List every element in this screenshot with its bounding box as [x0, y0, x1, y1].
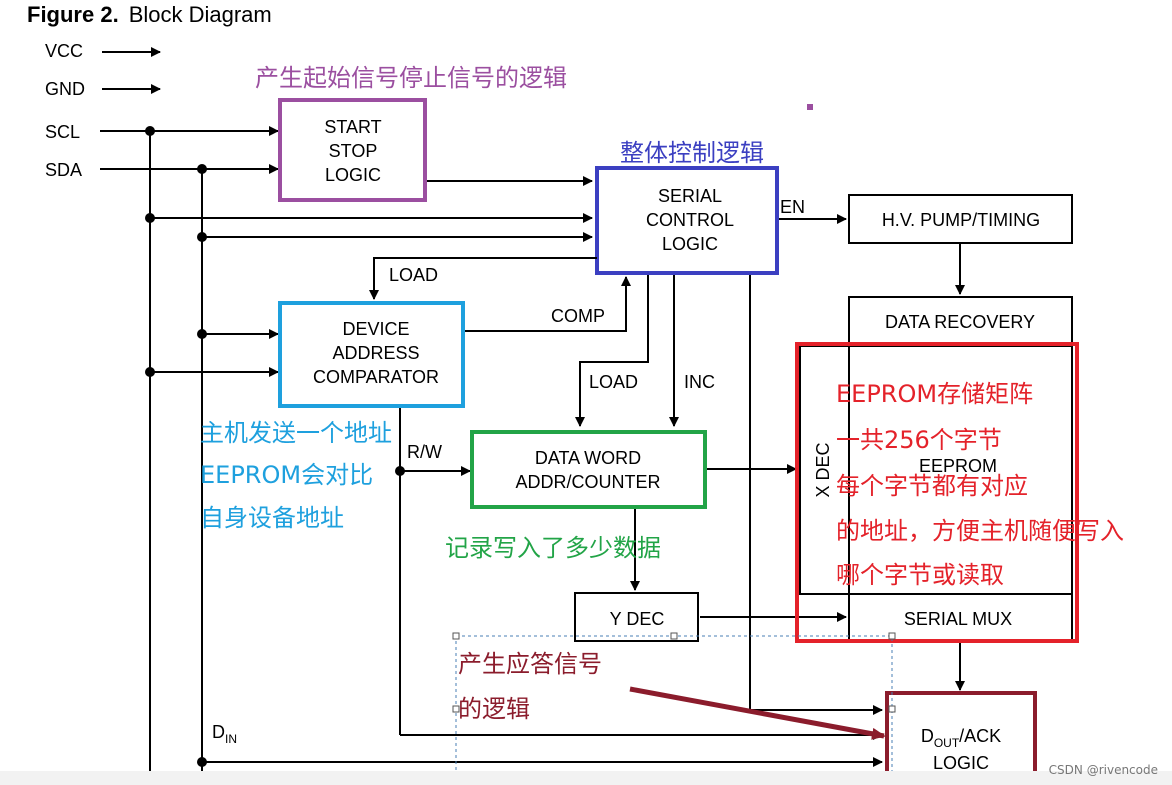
rw-label: R/W: [407, 442, 442, 462]
start-stop-line3: LOGIC: [325, 165, 381, 185]
pin-scl: SCL: [45, 122, 80, 142]
pin-vcc: VCC: [45, 41, 83, 61]
selection-handle-ml: [452, 705, 460, 713]
device-address-line3: COMPARATOR: [313, 367, 439, 387]
device-address-highlight: [278, 301, 465, 408]
din-junction: [197, 757, 207, 767]
purple-dot: [807, 104, 813, 110]
pin-din: DIN: [212, 722, 237, 746]
eeprom-annotation-line4: 的地址，方便主机随便写入: [836, 517, 1124, 545]
eeprom-annotation-line3: 每个字节都有对应: [836, 472, 1028, 500]
serial-control-annotation: 整体控制逻辑: [620, 139, 764, 167]
data-word-annotation: 记录写入了多少数据: [445, 534, 661, 562]
start-stop-line2: STOP: [329, 141, 378, 161]
device-address-line1: DEVICE: [342, 319, 409, 339]
dout-ack-line2: LOGIC: [933, 753, 989, 773]
comp-label: COMP: [551, 306, 605, 326]
pin-sda: SDA: [45, 160, 82, 180]
selection-handle-tm: [670, 632, 678, 640]
inc-label: INC: [684, 372, 715, 392]
serial-mux-block: [848, 593, 1073, 642]
hv-pump-label: H.V. PUMP/TIMING: [882, 210, 1040, 230]
rw-junction: [395, 466, 405, 476]
load-top-label: LOAD: [389, 265, 438, 285]
eeprom-highlight: [795, 342, 1079, 643]
load-mid-label: LOAD: [589, 372, 638, 392]
data-word-line1: DATA WORD: [535, 448, 641, 468]
scl-bus: [100, 126, 593, 775]
hv-pump-timing-block: [848, 194, 1073, 244]
start-stop-highlight: [278, 98, 427, 202]
data-word-highlight: [470, 430, 707, 509]
eeprom-annotation-line2: 一共256个字节: [836, 426, 1002, 454]
serial-mux-label: SERIAL MUX: [904, 609, 1012, 629]
selection-handle-tr: [888, 632, 896, 640]
device-address-annotation-line3: 自身设备地址: [200, 504, 344, 532]
serial-control-highlight: [595, 166, 779, 275]
serial-control-line3: LOGIC: [662, 234, 718, 254]
pin-gnd: GND: [45, 79, 85, 99]
en-label: EN: [780, 197, 805, 217]
serial-control-line2: CONTROL: [646, 210, 734, 230]
dout-ack-line1: DOUT/ACK: [921, 726, 1001, 750]
footer-strip: [0, 771, 1172, 785]
eeprom-annotation-line5: 哪个字节或读取: [836, 561, 1004, 589]
y-dec-label: Y DEC: [610, 609, 665, 629]
start-stop-line1: START: [324, 117, 381, 137]
start-stop-annotation: 产生起始信号停止信号的逻辑: [255, 64, 567, 92]
dout-ack-logic-block: [886, 692, 1036, 785]
eeprom-annotation-line1: EEPROM存储矩阵: [836, 380, 1033, 408]
eeprom-block: [848, 345, 1073, 595]
dout-ack-highlight: [885, 691, 1037, 785]
device-address-annotation-line1: 主机发送一个地址: [200, 419, 392, 447]
serial-control-line1: SERIAL: [658, 186, 722, 206]
dout-ack-annotation-line2: 的逻辑: [458, 695, 530, 723]
x-dec-label: X DEC: [813, 442, 833, 497]
ack-pointer-arrow: [629, 686, 886, 740]
load-wire-mid: [575, 275, 649, 427]
selection-handle-mr: [888, 705, 896, 713]
device-address-annotation-line2: EEPROM会对比: [200, 461, 373, 489]
data-recovery-block: [848, 296, 1073, 344]
data-word-addr-counter-block: [471, 431, 706, 508]
dout-ack-annotation-line1: 产生应答信号: [458, 650, 602, 678]
sda-bus: [100, 164, 593, 775]
data-recovery-label: DATA RECOVERY: [885, 312, 1035, 332]
selection-handle-tl: [452, 632, 460, 640]
comp-wire: [465, 276, 631, 332]
watermark: CSDN @rivencode: [1048, 763, 1158, 777]
data-word-line2: ADDR/COUNTER: [515, 472, 660, 492]
figure-title: Figure 2.Block Diagram: [27, 2, 272, 27]
load-wire-top: [369, 257, 597, 300]
x-dec-block: [799, 345, 850, 595]
device-address-line2: ADDRESS: [332, 343, 419, 363]
eeprom-label: EEPROM: [919, 456, 997, 476]
